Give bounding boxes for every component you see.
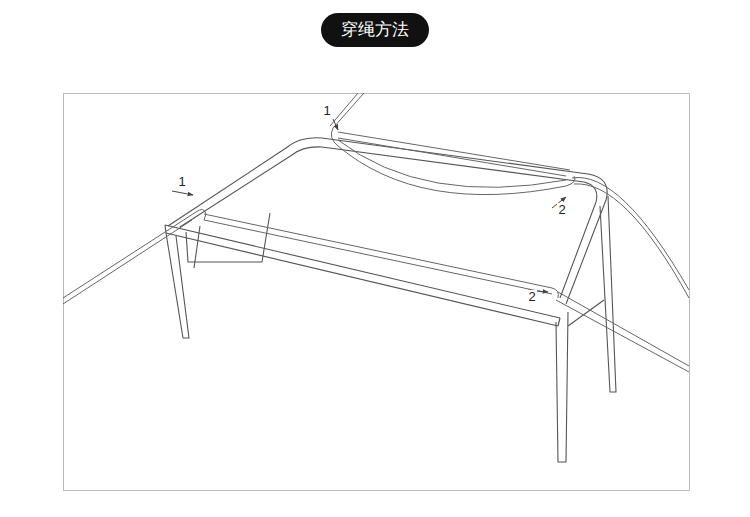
callout-number: 2 — [527, 290, 536, 304]
callout-number: 1 — [177, 175, 186, 189]
direction-arrows — [172, 119, 566, 292]
callout-number: 2 — [557, 203, 566, 217]
wire-rack — [165, 138, 616, 462]
frame-border — [64, 94, 690, 491]
callout-number: 1 — [322, 104, 331, 118]
rope — [63, 93, 689, 372]
title-pill: 穿绳方法 — [321, 13, 429, 47]
